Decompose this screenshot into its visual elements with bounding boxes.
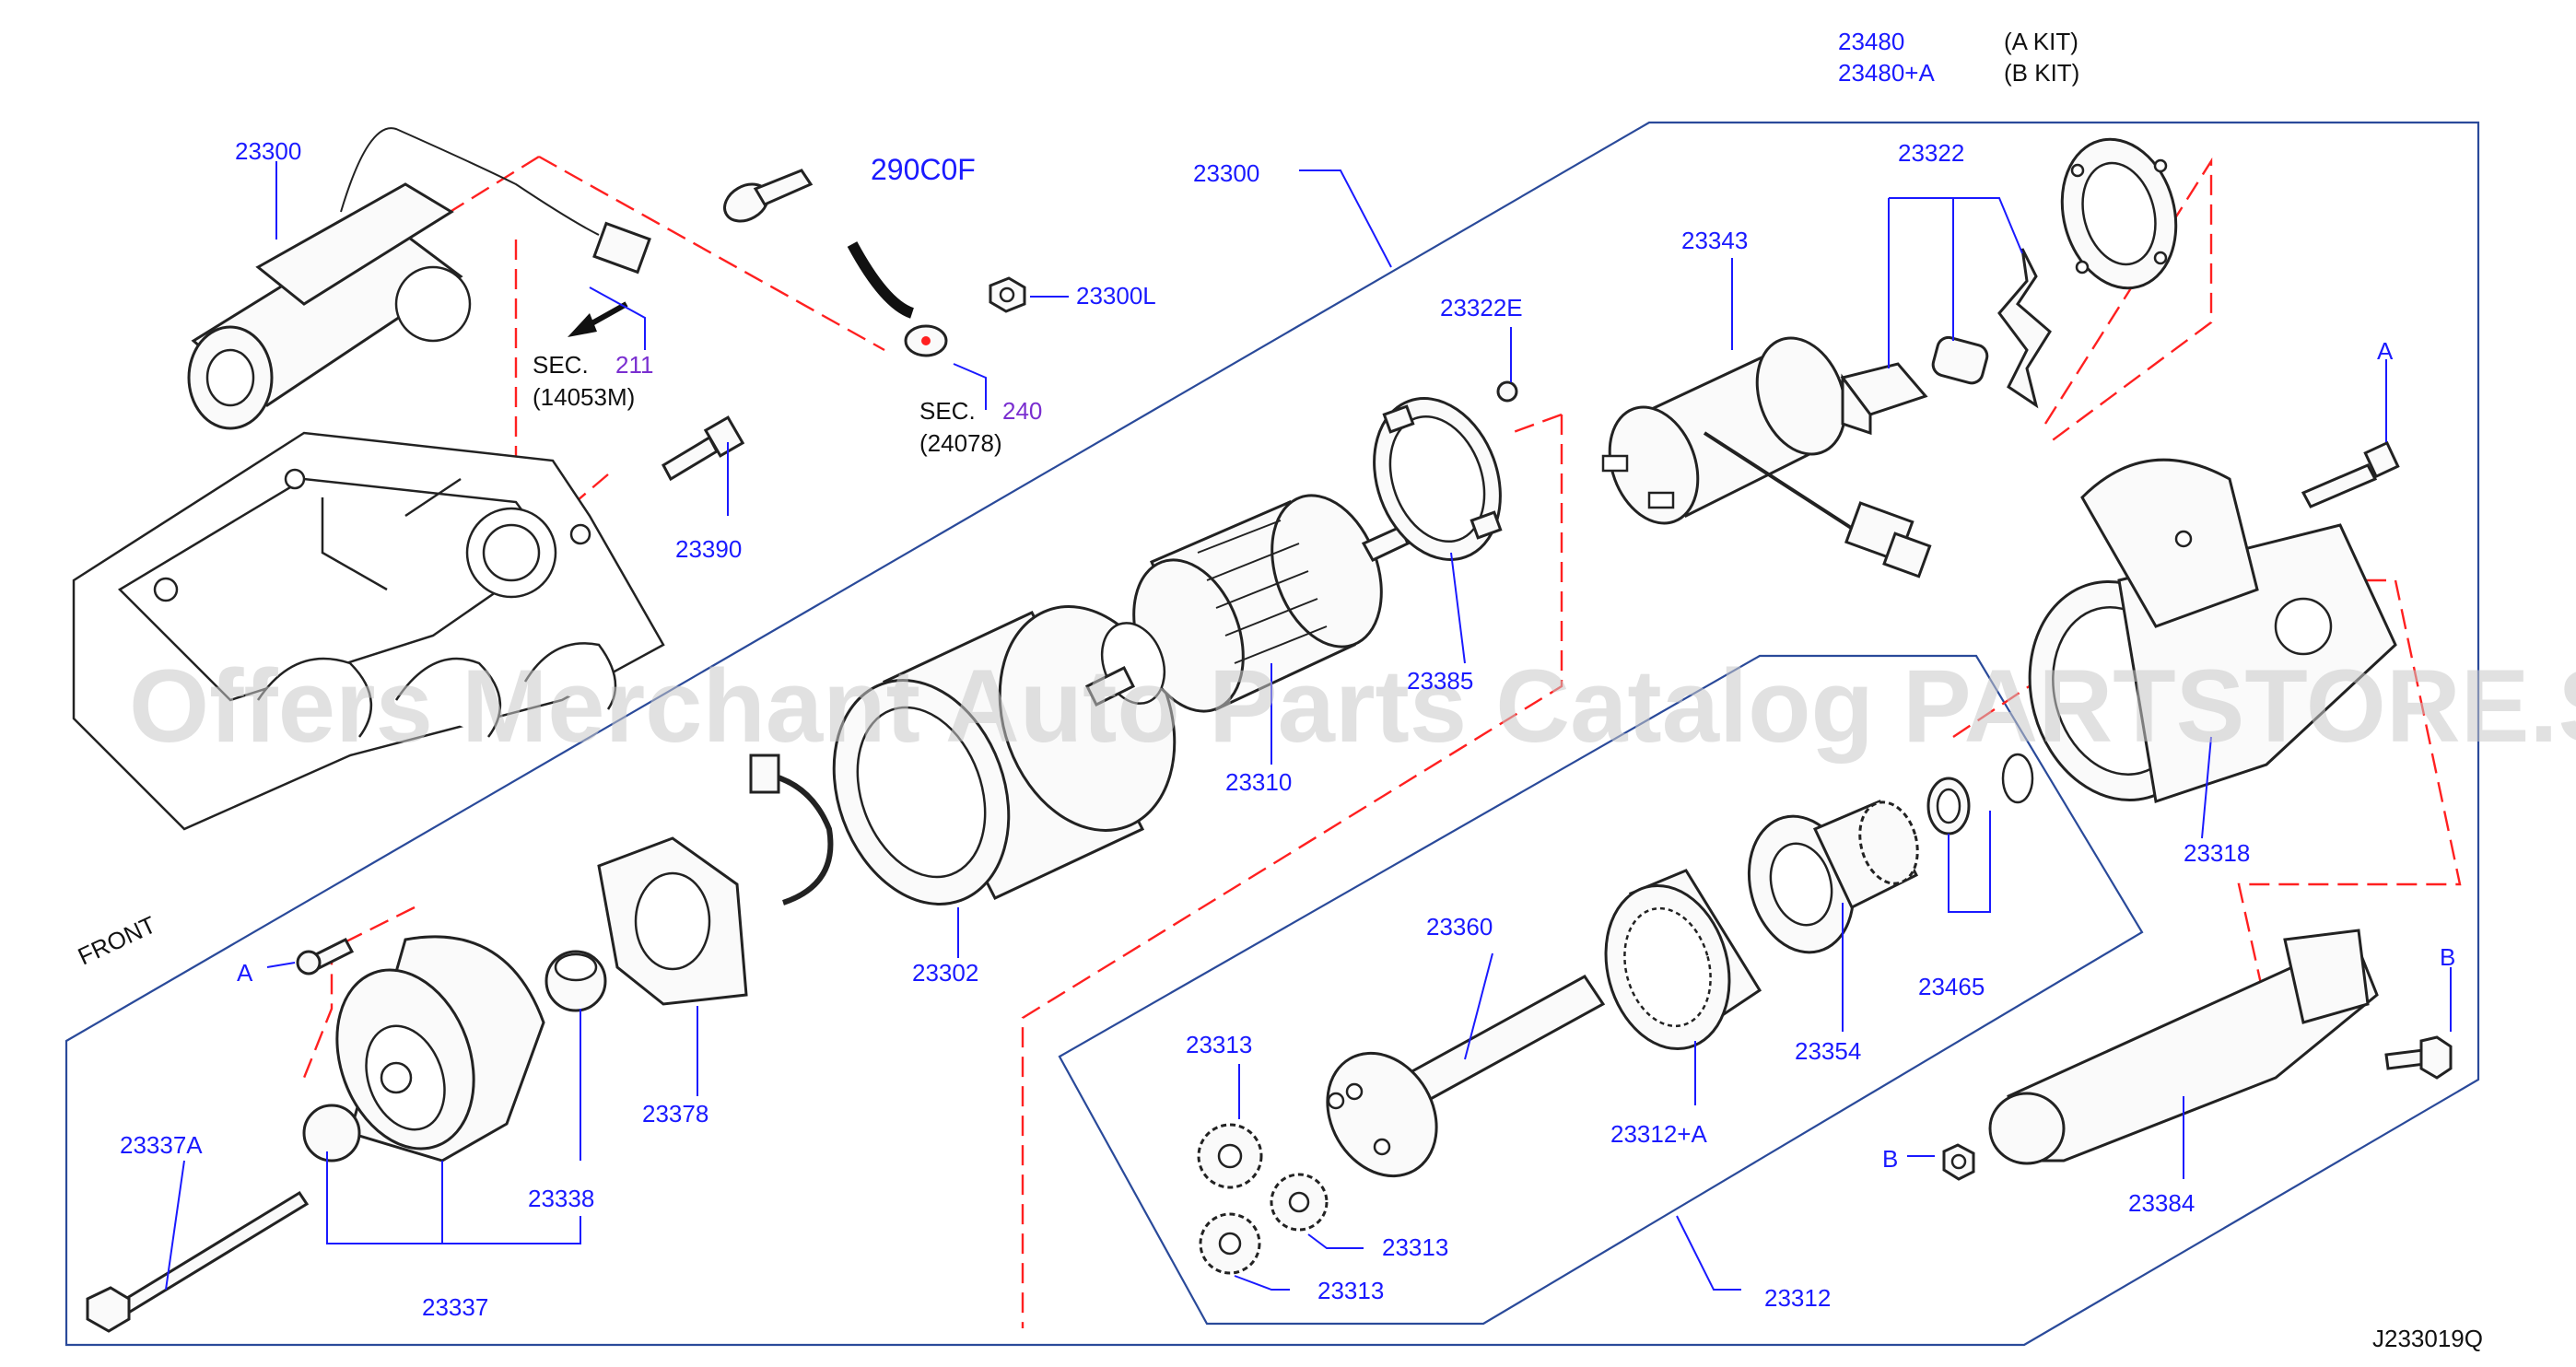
label-23312a[interactable]: 23312+A (1610, 1120, 1707, 1148)
nut-b-mid-icon (1942, 1143, 1975, 1181)
planet-gear-c-icon (1199, 1212, 1261, 1275)
label-23313-a[interactable]: 23313 (1186, 1031, 1252, 1058)
kit-legend: 23480 (A KIT) 23480+A (B KIT) (1838, 28, 2079, 87)
kit-b-code[interactable]: 23480+A (1838, 59, 1935, 87)
mark-a-top: A (2377, 337, 2394, 365)
battery-cable-icon (847, 241, 948, 357)
plug-23337-icon (302, 1104, 361, 1163)
brush-plate-23378-icon (597, 836, 748, 1006)
outer-frame (64, 121, 2480, 1347)
mark-b-mid: B (1882, 1145, 1898, 1173)
label-290c0f[interactable]: 290C0F (871, 153, 976, 186)
solenoid-23343-icon (1601, 336, 1932, 578)
label-23313-b[interactable]: 23313 (1382, 1233, 1448, 1261)
sec211-sub: (14053M) (533, 383, 635, 411)
label-23360[interactable]: 23360 (1426, 913, 1493, 941)
ball-23322e-icon (1496, 380, 1518, 403)
label-23313-c[interactable]: 23313 (1317, 1277, 1384, 1304)
heat-shield-23384-icon (1988, 929, 2379, 1165)
internal-gear-23312a-icon (1604, 869, 1762, 1051)
leader-lines (165, 161, 2452, 1291)
bolt-b-right-icon (2384, 1035, 2453, 1080)
pinion-clutch-23354-icon (1747, 800, 1919, 954)
inner-frame (1058, 654, 2144, 1326)
sec211-link[interactable]: 211 (615, 351, 653, 379)
sec240-link[interactable]: 240 (1002, 397, 1042, 425)
mark-a-left: A (237, 959, 253, 987)
bushing-23338-icon (544, 950, 607, 1012)
sec211-arrow-icon (568, 301, 628, 337)
nut-23300l-icon (989, 276, 1026, 313)
shaft-23360-icon (1326, 975, 1606, 1178)
label-23343[interactable]: 23343 (1681, 227, 1748, 254)
label-23302[interactable]: 23302 (912, 959, 978, 987)
yoke-23302-icon (832, 605, 1177, 905)
kit-b-desc: (B KIT) (2004, 59, 2079, 87)
engine-block (72, 431, 665, 831)
label-23310[interactable]: 23310 (1225, 768, 1292, 796)
label-23384[interactable]: 23384 (2128, 1189, 2195, 1217)
field-lead-icon (749, 754, 834, 905)
bolt-23390-icon (662, 415, 745, 482)
kit-a-code[interactable]: 23480 (1838, 28, 1904, 55)
label-23300-top[interactable]: 23300 (235, 137, 301, 165)
label-23354[interactable]: 23354 (1795, 1037, 1861, 1065)
diagram-code: J233019Q (2372, 1325, 2483, 1352)
bolt-a-left-icon (296, 938, 355, 976)
through-bolt-23337a-icon (86, 1190, 310, 1333)
sec240-prefix: SEC. (919, 397, 976, 425)
bolt-a-top-icon (2301, 440, 2400, 508)
brush-holder-23385-icon (1373, 397, 1503, 561)
lever-kit-23322-icon (1840, 248, 2052, 436)
label-23337[interactable]: 23337 (422, 1293, 488, 1321)
watermark-text: Offers Merchant Auto Parts Catalog PARTS… (129, 648, 2576, 764)
label-23390[interactable]: 23390 (675, 535, 742, 563)
label-23300l[interactable]: 23300L (1076, 282, 1156, 310)
label-23312[interactable]: 23312 (1764, 1284, 1831, 1312)
label-23465[interactable]: 23465 (1918, 973, 1985, 1000)
planet-gear-a-icon (1197, 1123, 1263, 1189)
planet-gear-b-icon (1270, 1173, 1329, 1232)
front-direction-label: FRONT (74, 910, 160, 970)
label-23338[interactable]: 23338 (528, 1185, 594, 1212)
starter-assembly-icon (187, 127, 651, 430)
housing-23318-icon (2028, 458, 2397, 803)
sec240-sub: (24078) (919, 429, 1002, 457)
label-23300-main[interactable]: 23300 (1193, 159, 1259, 187)
label-23318[interactable]: 23318 (2184, 839, 2250, 867)
label-23322e[interactable]: 23322E (1440, 294, 1523, 321)
kit-a-desc: (A KIT) (2004, 28, 2078, 55)
gasket-icon (2060, 137, 2178, 290)
rear-cover-23337-icon (335, 935, 545, 1163)
stop-ring-23465-icon (1926, 753, 2034, 835)
label-23378[interactable]: 23378 (642, 1100, 708, 1127)
label-23337a[interactable]: 23337A (120, 1131, 203, 1159)
mark-b-right: B (2440, 943, 2455, 971)
part-labels: 23300 290C0F 23300L SEC. 211 (14053M) SE… (74, 137, 2483, 1352)
label-23385[interactable]: 23385 (1407, 667, 1473, 695)
clip-290c0f-icon (723, 169, 814, 223)
armature-23310-icon (1084, 494, 1410, 713)
sec211-prefix: SEC. (533, 351, 589, 379)
label-23322[interactable]: 23322 (1898, 139, 1964, 167)
